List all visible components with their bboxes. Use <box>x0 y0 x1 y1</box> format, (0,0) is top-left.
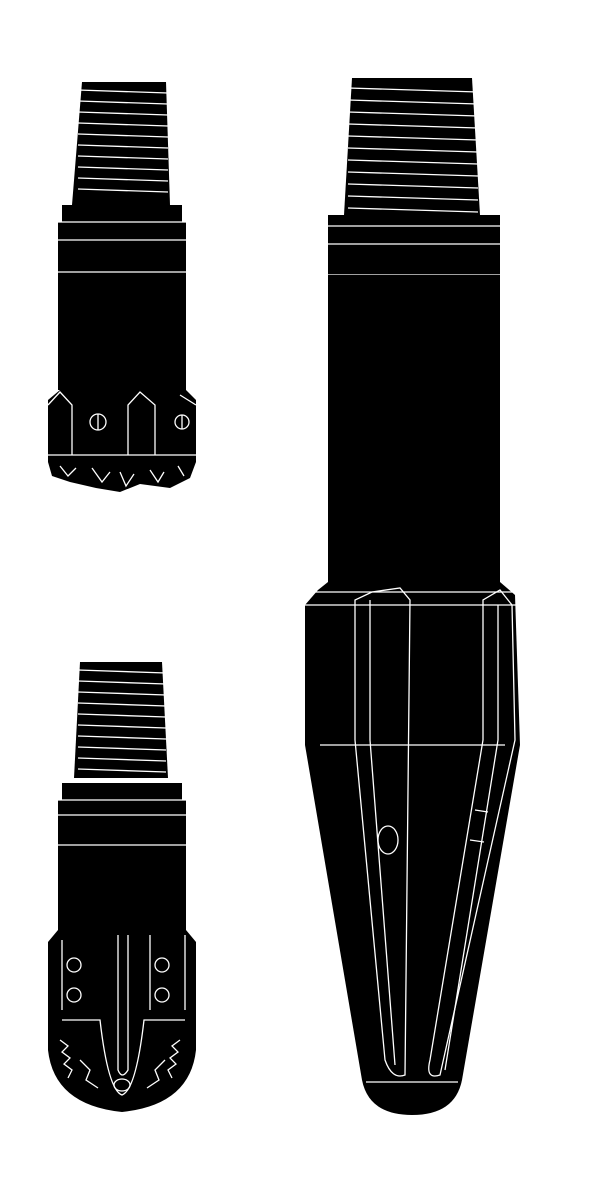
roller-cone-bit-icon <box>48 662 196 1112</box>
thread-line <box>77 680 167 685</box>
thread-line <box>77 724 167 729</box>
thread-line <box>347 123 479 129</box>
thread-line <box>347 99 479 105</box>
thread-line <box>77 133 169 138</box>
thread-line <box>347 207 479 213</box>
thread-line <box>77 188 169 193</box>
thread-line <box>347 87 479 93</box>
thread-line <box>77 166 169 171</box>
thread-line <box>77 669 167 674</box>
thread-line <box>77 100 169 105</box>
thread-line <box>77 144 169 149</box>
thread-line <box>77 122 169 127</box>
thread-line <box>347 183 479 189</box>
small-drag-bit-icon <box>47 82 197 492</box>
pin-thread <box>72 82 170 205</box>
tapered-bit-icon <box>305 78 520 1115</box>
thread-line <box>77 746 167 751</box>
thread-line <box>347 135 479 141</box>
thread-line <box>77 757 167 762</box>
thread-line <box>77 111 169 116</box>
thread-line <box>347 171 479 177</box>
thread-line <box>347 111 479 117</box>
thread-line <box>77 691 167 696</box>
thread-line <box>347 147 479 153</box>
thread-line <box>347 195 479 201</box>
thread-line <box>347 159 479 165</box>
thread-line <box>77 713 167 718</box>
thread-line <box>77 177 169 182</box>
thread-line <box>77 768 167 773</box>
thread-line <box>77 155 169 160</box>
thread-line <box>77 89 169 94</box>
thread-line <box>77 735 167 740</box>
thread-line <box>77 702 167 707</box>
